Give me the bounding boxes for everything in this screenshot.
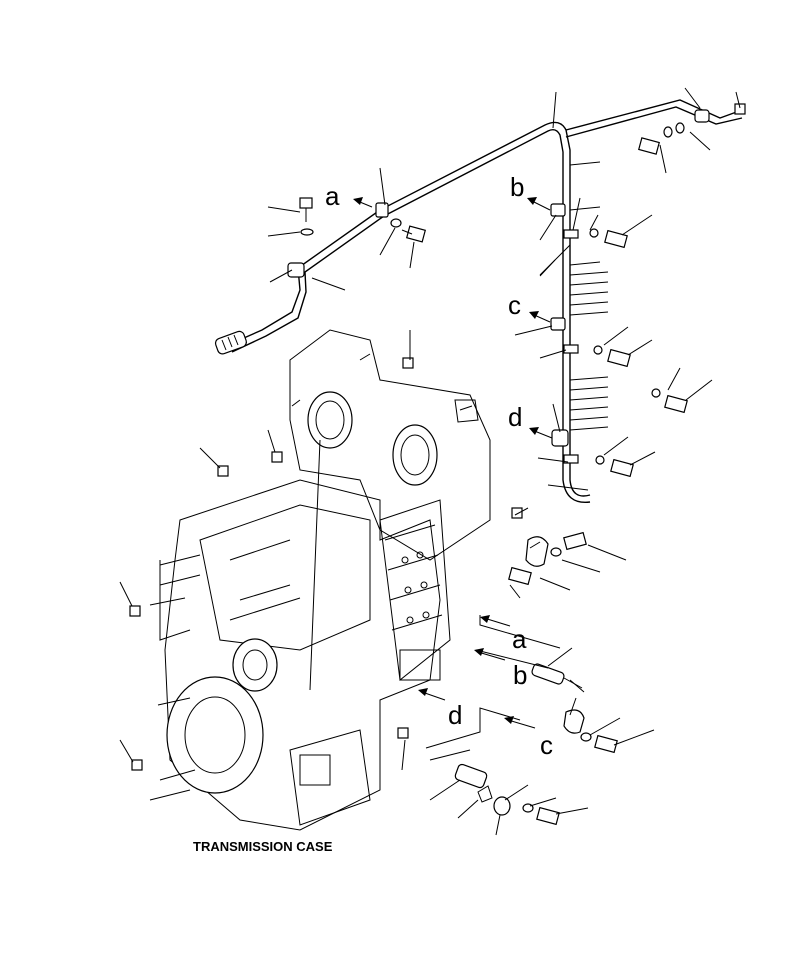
view-arrow-b-top: b [510,172,551,211]
view-arrow-b-bottom: b [474,648,527,690]
lower-fittings [129,357,618,826]
view-label-c-top: c [508,290,521,320]
view-arrow-c-top: c [508,290,551,323]
view-label-d-top: d [508,402,522,432]
transmission-case [149,329,491,831]
upper-tube-assembly [214,99,746,504]
diagram-caption: TRANSMISSION CASE [193,839,333,854]
view-label-d-bottom: d [448,700,462,730]
view-arrow-c-bottom: c [504,716,553,760]
routing-lines [159,439,561,761]
view-arrow-a-bottom: a [480,615,527,654]
manifold-branches [539,161,609,464]
view-label-b-top: b [510,172,524,202]
view-arrow-d-top: d [508,402,553,439]
leader-lines [119,87,741,836]
view-label-a-bottom: a [512,624,527,654]
view-label-b-bottom: b [513,660,527,690]
view-label-a-top: a [325,181,340,211]
view-arrow-a-top: a [325,181,373,211]
view-label-c-bottom: c [540,730,553,760]
view-arrow-d-bottom: d [418,688,462,730]
